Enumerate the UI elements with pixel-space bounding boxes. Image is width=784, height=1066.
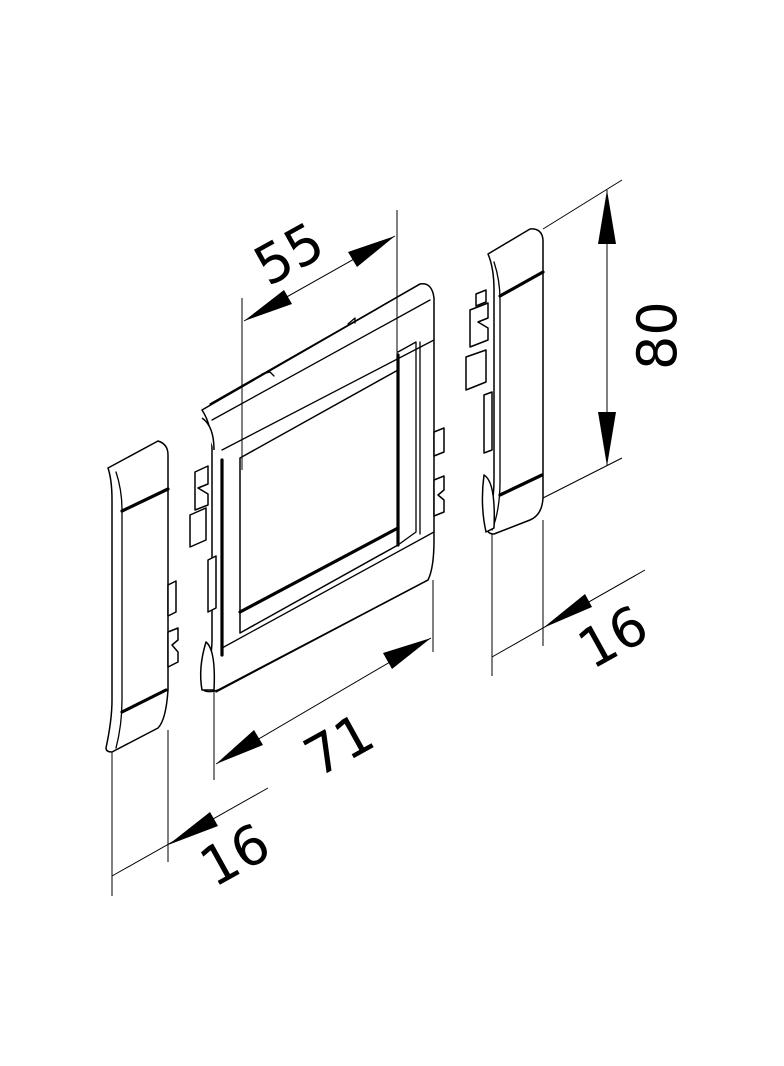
dimension-label-71: 71 bbox=[294, 701, 385, 789]
dimension-80: 80 bbox=[542, 179, 689, 499]
device-frame bbox=[189, 283, 445, 693]
dimension-label-80: 80 bbox=[626, 301, 689, 370]
left-end-cap bbox=[105, 440, 179, 753]
dimension-label-55: 55 bbox=[244, 210, 335, 298]
dimension-16-right: 16 bbox=[491, 520, 658, 681]
right-end-cap bbox=[465, 228, 545, 535]
dimension-16-left: 16 bbox=[111, 730, 280, 899]
